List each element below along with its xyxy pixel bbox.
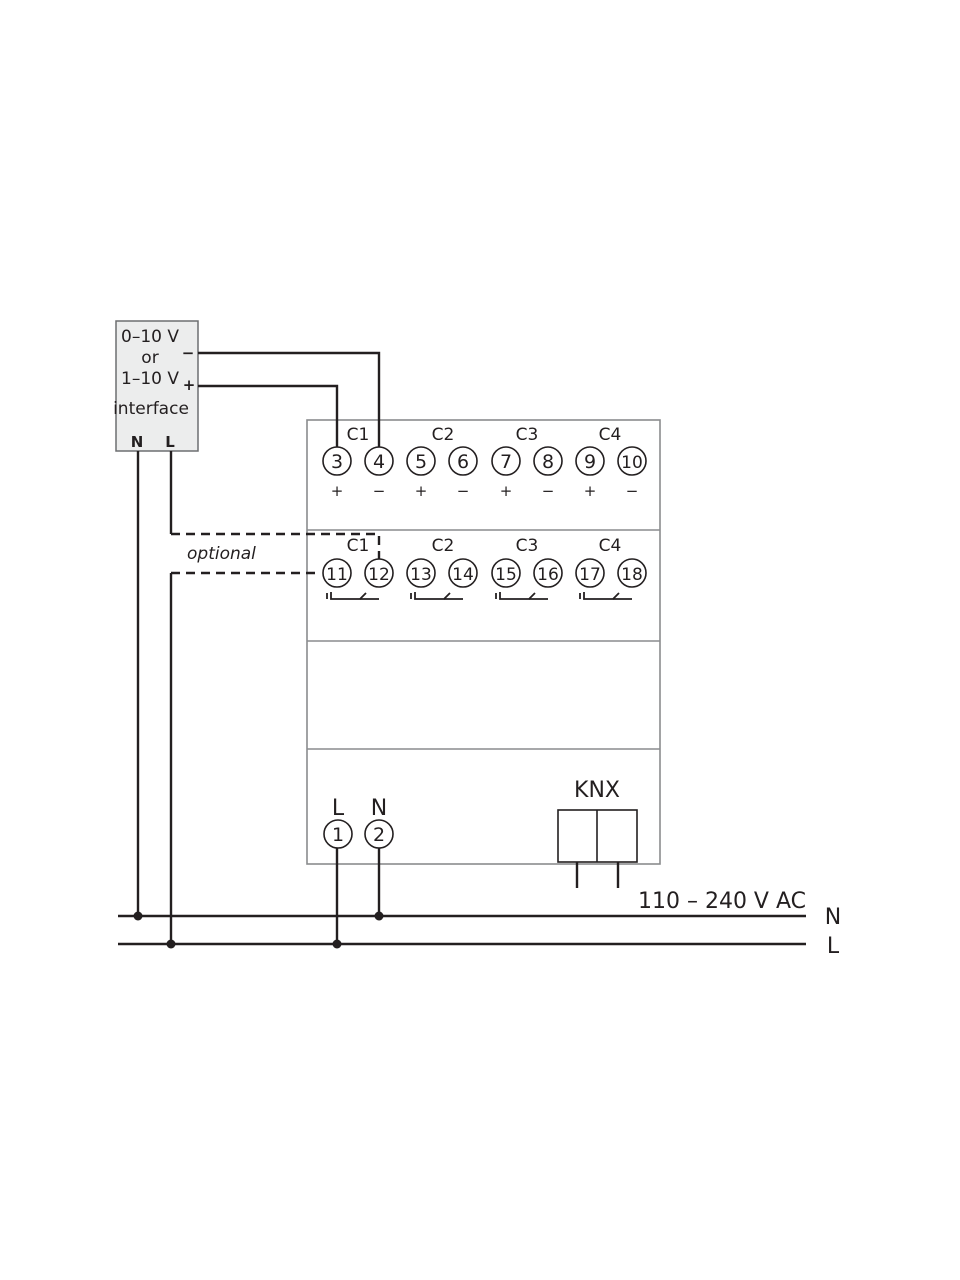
polarity-sign: − — [542, 482, 555, 500]
relay-row: C1 C2 C3 C4 11 12 13 14 15 16 17 18 — [322, 536, 647, 600]
interface-plus-sign: + — [183, 376, 196, 394]
terminal-number: 7 — [500, 451, 512, 473]
terminal-circle — [533, 558, 563, 588]
terminal-circle — [491, 446, 521, 476]
terminal-circle — [575, 558, 605, 588]
terminal-circle — [364, 558, 394, 588]
terminal-circle — [617, 446, 647, 476]
relay-contact-symbols — [326, 592, 632, 600]
supply-l-label: L — [332, 796, 345, 821]
terminal-number: 13 — [410, 565, 432, 585]
junction-dots — [133, 911, 384, 949]
terminal-circle — [323, 819, 353, 849]
terminal-circle — [364, 446, 394, 476]
terminal-number: 16 — [537, 565, 559, 585]
terminal-circle — [617, 558, 647, 588]
control-wires — [198, 351, 381, 448]
relay-contact-icon — [326, 592, 379, 600]
terminal-number: 17 — [579, 565, 601, 585]
relay-contact-icon — [579, 592, 632, 600]
interface-line-1: 0–10 V — [121, 327, 179, 347]
terminal-circle — [322, 446, 352, 476]
terminal-circle — [491, 558, 521, 588]
top-row: C1 C2 C3 C4 3 4 5 6 7 8 9 10 + − + − + −… — [322, 425, 647, 500]
interface-line-2: or — [141, 348, 158, 368]
relay-contact-icon — [495, 592, 548, 600]
actuator-housing — [306, 419, 661, 865]
knx-label: KNX — [574, 778, 620, 803]
terminal-number: 9 — [584, 451, 596, 473]
terminal-circle — [575, 446, 605, 476]
terminal-circle — [406, 446, 436, 476]
interface-n-label: N — [131, 433, 144, 451]
polarity-sign: + — [415, 482, 428, 500]
knx-connector: KNX — [557, 778, 638, 888]
terminal-number: 3 — [331, 451, 343, 473]
mains-l-label: L — [827, 934, 840, 959]
channel-label: C1 — [347, 536, 370, 556]
polarity-sign: − — [626, 482, 639, 500]
terminal-number: 8 — [542, 451, 554, 473]
supply-wires — [118, 451, 806, 946]
terminal-number: 6 — [457, 451, 469, 473]
channel-label: C4 — [599, 536, 622, 556]
terminal-number: 2 — [373, 824, 385, 846]
terminal-circle — [406, 558, 436, 588]
terminal-circle — [364, 819, 394, 849]
relay-contact-icon — [410, 592, 463, 600]
supply-terminals: L N 1 2 — [323, 796, 394, 849]
polarity-sign: + — [584, 482, 597, 500]
terminal-circle — [533, 446, 563, 476]
terminal-circle — [448, 558, 478, 588]
terminal-number: 4 — [373, 451, 385, 473]
terminal-number: 15 — [495, 565, 517, 585]
channel-label: C3 — [516, 425, 539, 445]
terminal-number: 14 — [452, 565, 474, 585]
terminal-circle — [448, 446, 478, 476]
channel-label: C1 — [347, 425, 370, 445]
supply-n-label: N — [371, 796, 387, 821]
interface-l-label: L — [165, 433, 175, 451]
optional-wires — [171, 532, 381, 575]
terminal-number: 18 — [621, 565, 643, 585]
polarity-sign: − — [457, 482, 470, 500]
interface-line-3: 1–10 V — [121, 369, 179, 389]
polarity-sign: + — [331, 482, 344, 500]
channel-label: C2 — [432, 425, 455, 445]
polarity-sign: − — [373, 482, 386, 500]
terminal-circle — [322, 558, 352, 588]
mains-voltage-label: 110 – 240 V AC — [638, 889, 806, 914]
polarity-sign: + — [500, 482, 513, 500]
interface-minus-sign: − — [182, 344, 195, 362]
channel-label: C2 — [432, 536, 455, 556]
terminal-number: 10 — [621, 453, 643, 473]
terminal-number: 11 — [326, 565, 348, 585]
interface-line-4: interface — [113, 399, 189, 419]
interface-box: 0–10 V or 1–10 V interface − + N L — [113, 320, 199, 452]
optional-label: optional — [187, 544, 256, 564]
terminal-number: 1 — [332, 824, 344, 846]
channel-label: C3 — [516, 536, 539, 556]
terminal-number: 12 — [368, 565, 390, 585]
channel-label: C4 — [599, 425, 622, 445]
mains-n-label: N — [825, 905, 841, 930]
terminal-number: 5 — [415, 451, 427, 473]
